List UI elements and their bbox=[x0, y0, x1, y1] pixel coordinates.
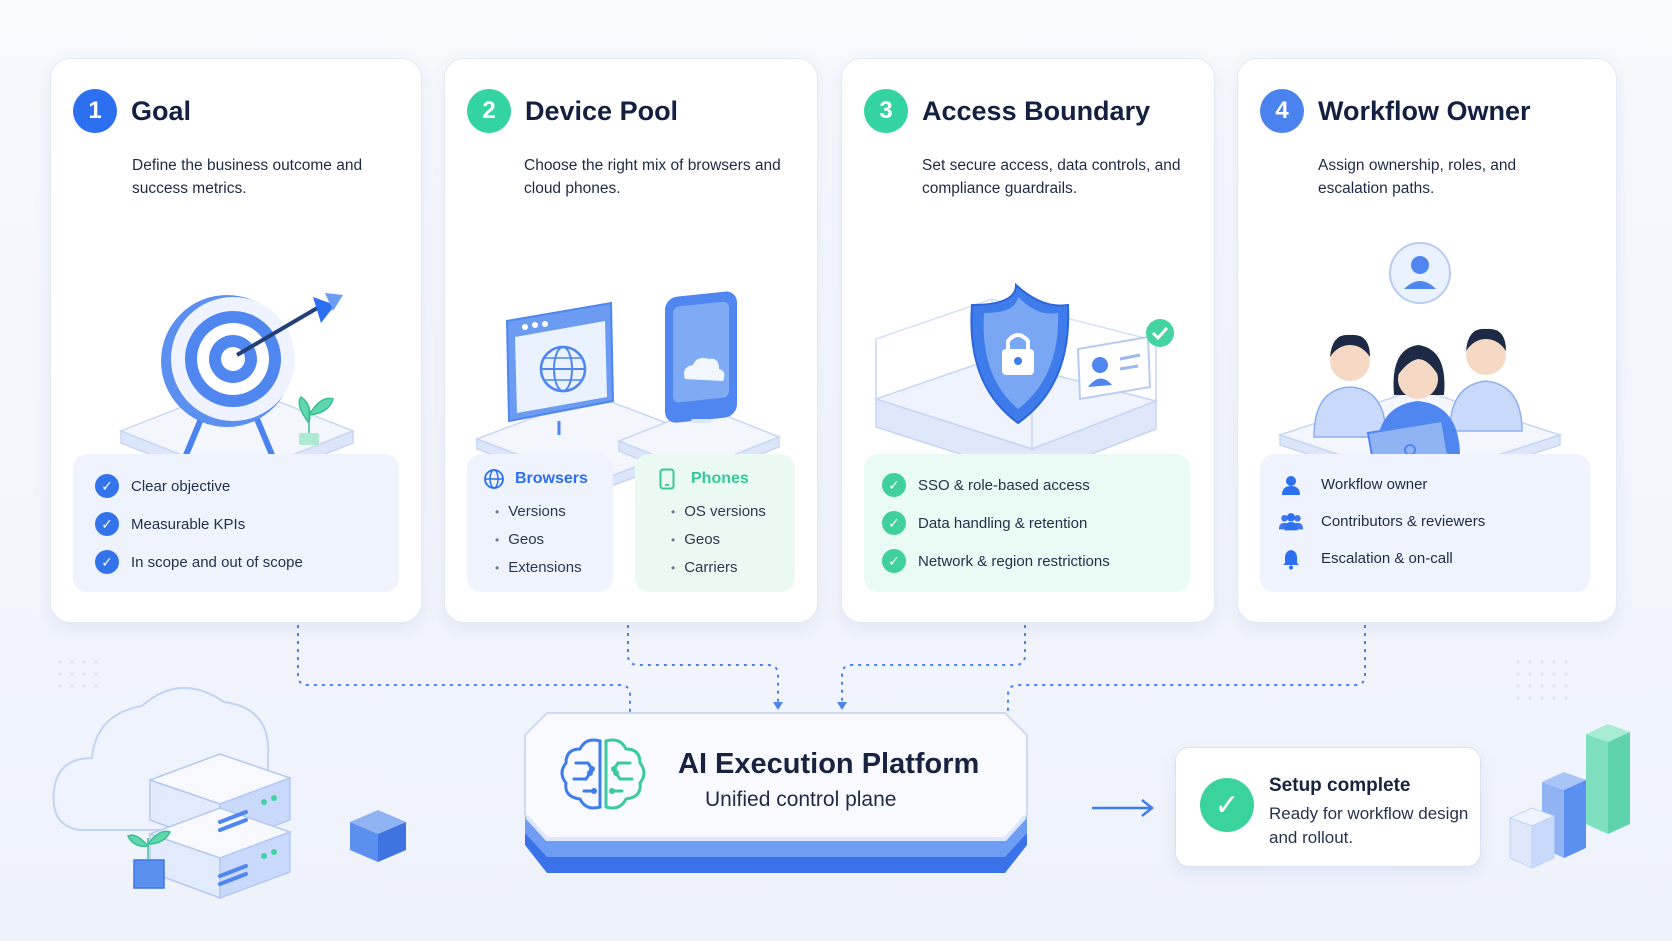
list-item: Extensions bbox=[483, 554, 613, 582]
check-icon: ✓ bbox=[882, 473, 906, 497]
phones-title: Phones bbox=[691, 470, 749, 487]
list-item: ✓Data handling & retention bbox=[882, 504, 1190, 542]
list-item: Contributors & reviewers bbox=[1278, 503, 1590, 540]
access-boundary-title: Access Boundary bbox=[922, 95, 1151, 126]
list-item: Geos bbox=[483, 526, 613, 554]
checkmark-icon: ✓ bbox=[1200, 778, 1254, 832]
check-icon: ✓ bbox=[95, 512, 119, 536]
step-number-badge: 2 bbox=[467, 89, 511, 133]
platform-block bbox=[524, 712, 1028, 873]
goal-header: 1 Goal bbox=[73, 89, 191, 133]
goal-title: Goal bbox=[131, 95, 192, 126]
goal-card: 1 Goal Define the business outcome and s… bbox=[50, 58, 422, 623]
setup-complete-description: Ready for workflow design and rollout. bbox=[1269, 804, 1469, 847]
goal-description: Define the business outcome and success … bbox=[132, 157, 363, 197]
list-item: ✓SSO & role-based access bbox=[882, 466, 1190, 504]
list-item: ✓Clear objective bbox=[95, 467, 399, 505]
workflow-owner-header: 4 Workflow Owner bbox=[1260, 89, 1531, 133]
platform-subtitle: Unified control plane bbox=[705, 788, 897, 811]
list-item: ✓Measurable KPIs bbox=[95, 505, 399, 543]
list-item: Versions bbox=[483, 498, 613, 526]
bar-chart-icon bbox=[1508, 660, 1630, 869]
step-number-badge: 1 bbox=[73, 89, 117, 133]
shield-lock-icon bbox=[873, 282, 1174, 478]
workflow-owner-card: 4 Workflow Owner Assign ownership, roles… bbox=[1237, 58, 1617, 623]
phones-panel: Phones OS versions Geos Carriers bbox=[635, 454, 795, 592]
check-icon: ✓ bbox=[95, 550, 119, 574]
cloud-server-icon bbox=[52, 660, 406, 900]
list-item: ✓In scope and out of scope bbox=[95, 543, 399, 581]
step-number-badge: 4 bbox=[1260, 89, 1304, 133]
check-icon: ✓ bbox=[95, 474, 119, 498]
brain-icon bbox=[560, 738, 646, 810]
check-icon: ✓ bbox=[882, 511, 906, 535]
workflow-owner-description: Assign ownership, roles, and escalation … bbox=[1318, 157, 1517, 197]
device-pool-header: 2 Device Pool bbox=[467, 89, 678, 133]
browsers-panel: Browsers Versions Geos Extensions bbox=[467, 454, 613, 592]
access-boundary-description: Set secure access, data controls, and co… bbox=[922, 157, 1181, 197]
device-pool-title: Device Pool bbox=[525, 95, 679, 126]
person-icon bbox=[1282, 475, 1300, 495]
browsers-title: Browsers bbox=[515, 470, 588, 487]
step-number-badge: 3 bbox=[864, 89, 908, 133]
list-item: Geos bbox=[659, 526, 795, 554]
bell-icon bbox=[1283, 549, 1299, 569]
setup-complete-title: Setup complete bbox=[1269, 775, 1411, 796]
check-icon: ✓ bbox=[882, 549, 906, 573]
workflow-owner-title: Workflow Owner bbox=[1318, 95, 1531, 126]
group-icon bbox=[1278, 512, 1304, 530]
access-boundary-header: 3 Access Boundary bbox=[864, 89, 1150, 133]
platform-title: AI Execution Platform bbox=[678, 748, 980, 780]
owner-roles-panel: Workflow owner Contributors & reviewers … bbox=[1260, 454, 1590, 592]
list-item: ✓Network & region restrictions bbox=[882, 542, 1190, 580]
list-item: Carriers bbox=[659, 554, 795, 582]
list-item: Workflow owner bbox=[1278, 466, 1590, 503]
setup-complete-card: ✓ Setup complete Ready for workflow desi… bbox=[1175, 747, 1481, 867]
phone-icon bbox=[659, 468, 675, 490]
goal-checklist-panel: ✓Clear objective ✓Measurable KPIs ✓In sc… bbox=[73, 454, 399, 592]
list-item: OS versions bbox=[659, 498, 795, 526]
arrow-right-icon bbox=[1092, 799, 1155, 817]
device-pool-description: Choose the right mix of browsers and clo… bbox=[524, 157, 781, 197]
device-pool-card: 2 Device Pool Choose the right mix of br… bbox=[444, 58, 818, 623]
globe-icon bbox=[484, 469, 504, 489]
list-item: Escalation & on-call bbox=[1278, 540, 1590, 577]
access-checklist-panel: ✓SSO & role-based access ✓Data handling … bbox=[864, 454, 1190, 592]
access-boundary-card: 3 Access Boundary Set secure access, dat… bbox=[841, 58, 1215, 623]
